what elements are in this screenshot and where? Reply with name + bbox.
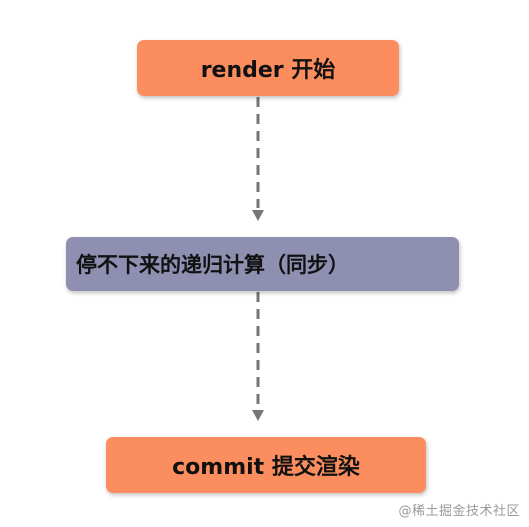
sync-recursion-node: 停不下来的递归计算（同步）	[66, 237, 459, 291]
commit-node: commit 提交渲染	[106, 437, 426, 493]
watermark: @稀土掘金技术社区	[398, 504, 520, 519]
render-start-label: render 开始	[200, 58, 336, 83]
commit-label: commit 提交渲染	[172, 455, 360, 480]
arrow-start-to-sync	[252, 97, 264, 221]
sync-recursion-label: 停不下来的递归计算（同步）	[76, 253, 349, 277]
arrow-sync-to-commit	[252, 292, 264, 421]
render-start-node: render 开始	[137, 40, 399, 96]
